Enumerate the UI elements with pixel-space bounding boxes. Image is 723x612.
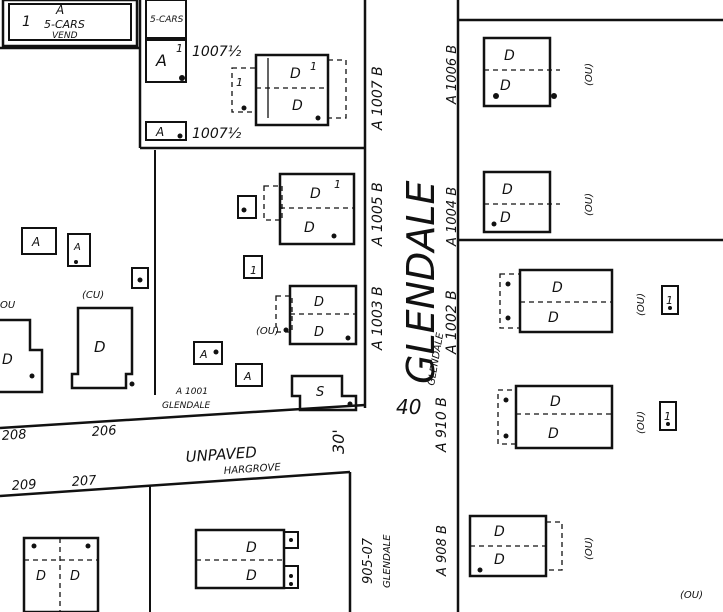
corner-ou: (OU) (680, 590, 703, 601)
dwelling-1002-d-lower: D (548, 310, 559, 326)
dwelling-1005-d-upper: D (310, 186, 321, 202)
corner-building-a: A (55, 3, 64, 17)
road-width-40: 40 (396, 395, 421, 419)
address-labels: A 1007 B A 1005 B A 1003 B A 1006 B A 10… (1, 45, 460, 584)
addr-905-07: 905-07 (361, 537, 376, 584)
dwelling-1002-d-upper: D (552, 280, 563, 296)
cars-label: 5-CARS (150, 15, 184, 25)
building-one-label: 1 (176, 42, 183, 55)
road-width-30: 30' (329, 429, 348, 454)
addr-a908b: A 908 B (435, 525, 450, 577)
street-labels: GLENDALE GLENDALE 40 30' UNPAVED HARGROV… (185, 181, 446, 589)
addr-208: 208 (1, 427, 27, 444)
lot-1007-group: 5-CARS A 1 1007½ A 1007½ D D 1 1 (145, 0, 347, 142)
dwelling-1003-ou: (OU) (256, 326, 279, 337)
addr-a1007b: A 1007 B (370, 66, 386, 131)
south-dwelling-905: D D (194, 528, 299, 590)
shed-1002-one: 1 (666, 294, 673, 307)
dwelling-1003-d-upper: D (314, 295, 324, 310)
building-1001-a2: A (243, 370, 252, 383)
address-1007-half-lower: 1007½ (192, 126, 242, 142)
south-west-d2: D (70, 569, 80, 584)
dwelling-1007-d-lower: D (292, 98, 303, 114)
street-hargrove: HARGROVE (223, 462, 281, 477)
street-glendale-bottom: GLENDALE (382, 534, 393, 588)
address-1007-half: 1007½ (192, 44, 242, 60)
dwelling-908-d-lower: D (494, 552, 505, 568)
corner-building-5-cars: 1 A 5-CARS VEND (1, 0, 139, 48)
dwelling-910-d-lower: D (548, 426, 559, 442)
dwelling-1002: D D (OU) 1 (499, 268, 679, 334)
addr-206: 206 (91, 423, 117, 440)
addr-a1005b: A 1005 B (370, 182, 386, 247)
addr-209: 209 (11, 477, 37, 494)
addr-a1002b: A 1002 B (444, 290, 460, 355)
lot-1001-group: A A S A 1001 GLENDALE (162, 341, 358, 412)
store-building-s (290, 374, 358, 412)
dwelling-1006-d-lower: D (500, 78, 511, 94)
building-1001-a: A (199, 348, 208, 361)
south-905-d-upper: D (246, 540, 257, 556)
dwelling-908-ou: (OU) (584, 537, 595, 560)
dwelling-1004-ou: (OU) (584, 193, 595, 216)
west-small-buildings: A A D (CU) D OU (0, 227, 149, 394)
south-west-d1: D (36, 569, 46, 584)
dwelling-908: D D (OU) (OU) (468, 514, 703, 601)
street-name-glendale: GLENDALE (399, 181, 443, 385)
west-dwelling-d: D (94, 338, 106, 356)
far-west-dwelling (0, 318, 44, 394)
addr-a910b: A 910 B (434, 397, 450, 453)
corner-building-cars: 5-CARS (44, 18, 85, 31)
west-shed-a: A (31, 235, 40, 249)
dwelling-1006-ou: (OU) (584, 63, 595, 86)
address-a-1001: A 1001 (175, 387, 208, 397)
street-unpaved: UNPAVED (185, 443, 257, 466)
building-a-label: A (155, 51, 167, 70)
dwelling-1007-d-upper: D (290, 66, 301, 82)
shed-910-one: 1 (664, 410, 671, 423)
dwelling-1004: D D (OU) (482, 170, 595, 234)
dwelling-1003-d-lower: D (314, 325, 324, 340)
store-s-label: S (316, 385, 324, 400)
dwelling-1005: D D 1 1 (237, 172, 356, 279)
dwelling-1004-d-lower: D (500, 210, 511, 226)
corner-building-vend: VEND (52, 31, 78, 41)
address-1001-street: GLENDALE (162, 401, 211, 411)
corner-building-one: 1 (22, 14, 31, 30)
dwelling-910-ou: (OU) (636, 411, 647, 434)
addr-207: 207 (71, 473, 98, 490)
south-dwelling-west: D D (22, 536, 100, 612)
west-dwelling (70, 306, 134, 390)
dwelling-1006: D D (OU) (482, 36, 595, 108)
shed-one-label: 1 (250, 264, 257, 277)
addr-a1006b: A 1006 B (445, 45, 460, 105)
dwelling-1007-porch-one: 1 (236, 76, 243, 89)
far-west-ou: OU (0, 300, 16, 311)
dwelling-1004-d-upper: D (502, 182, 513, 198)
addr-a1004b: A 1004 B (445, 187, 460, 247)
west-dwelling-cu: (CU) (82, 290, 104, 301)
far-west-d: D (2, 352, 13, 368)
dwelling-1003: D D (OU) (256, 284, 358, 346)
dwelling-910: D D (OU) 1 (497, 384, 677, 450)
dwelling-1005-one: 1 (334, 178, 341, 191)
west-shed2-a: A (73, 242, 81, 253)
dwelling-1005-d-lower: D (304, 220, 315, 236)
dwelling-910-d-upper: D (550, 394, 561, 410)
building-a-small-label: A (155, 125, 164, 139)
unpaved-street-south-curb (0, 470, 351, 498)
south-905-d-lower: D (246, 568, 257, 584)
dwelling-1002-ou: (OU) (636, 293, 647, 316)
dwelling-908-d-upper: D (494, 524, 505, 540)
dwelling-1007-one: 1 (310, 60, 317, 73)
addr-a1003b: A 1003 B (370, 286, 386, 351)
dwelling-1006-d-upper: D (504, 48, 515, 64)
